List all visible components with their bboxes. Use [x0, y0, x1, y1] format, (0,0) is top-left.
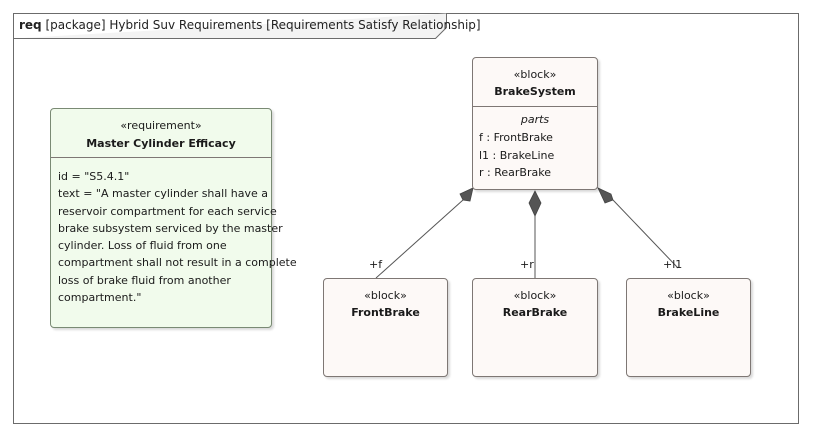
- composition-diamond-front: [459, 187, 474, 202]
- part-item: l1 : BrakeLine: [479, 149, 555, 162]
- frame-kind: req: [19, 18, 42, 32]
- role-label-rear: +r: [520, 258, 534, 271]
- role-label-front: +f: [369, 258, 383, 271]
- requirement-line: reservoir compartment for each service: [58, 204, 277, 218]
- requirement-name: Master Cylinder Efficacy: [86, 137, 236, 150]
- requirement-master-cylinder-efficacy[interactable]: «requirement» Master Cylinder Efficacy i…: [50, 108, 297, 328]
- requirement-line: brake subsystem serviced by the master: [58, 221, 283, 235]
- frame-title-text: [package] Hybrid Suv Requirements [Requi…: [45, 18, 481, 32]
- brake-line-name: BrakeLine: [657, 306, 720, 319]
- requirement-stereotype: «requirement»: [120, 119, 202, 132]
- diagram-frame: [13, 13, 799, 424]
- part-item: r : RearBrake: [479, 166, 551, 179]
- requirement-line: compartment.": [58, 291, 142, 305]
- block-rear-brake[interactable]: «block» RearBrake: [472, 278, 598, 377]
- front-brake-stereotype: «block»: [364, 289, 407, 302]
- frame-title: req [package] Hybrid Suv Requirements [R…: [19, 18, 481, 32]
- requirement-text: id = "S5.4.1" text = "A master cylinder …: [58, 168, 297, 306]
- link-brake-line[interactable]: [612, 199, 679, 269]
- brake-line-stereotype: «block»: [667, 289, 710, 302]
- requirement-line: loss of brake fluid from another: [58, 273, 231, 287]
- requirement-line: id = "S5.4.1": [58, 170, 130, 183]
- composition-diamond-rear: [528, 190, 542, 217]
- part-item: f : FrontBrake: [479, 131, 553, 144]
- requirement-line: cylinder. Loss of fluid from one: [58, 239, 227, 253]
- frame-tab-outline: [13, 13, 447, 39]
- block-brake-line[interactable]: «block» BrakeLine: [626, 278, 751, 377]
- requirement-line: text = "A master cylinder shall have a: [58, 187, 268, 201]
- block-brake-system[interactable]: «block» BrakeSystem parts f : FrontBrake…: [472, 57, 598, 190]
- rear-brake-stereotype: «block»: [513, 289, 557, 302]
- block-front-brake[interactable]: «block» FrontBrake: [323, 278, 448, 377]
- requirement-line: compartment shall not result in a comple…: [58, 256, 297, 270]
- brake-system-divider: [473, 106, 597, 107]
- front-brake-name: FrontBrake: [351, 306, 420, 319]
- composition-diamond-line: [597, 187, 614, 204]
- link-front-brake[interactable]: [375, 199, 464, 279]
- rear-brake-name: RearBrake: [502, 306, 568, 319]
- brake-system-stereotype: «block»: [513, 68, 557, 81]
- role-label-line: +l1: [663, 258, 683, 271]
- parts-compartment-title: parts: [520, 113, 550, 126]
- requirement-divider: [51, 157, 271, 158]
- brake-system-name: BrakeSystem: [494, 85, 576, 98]
